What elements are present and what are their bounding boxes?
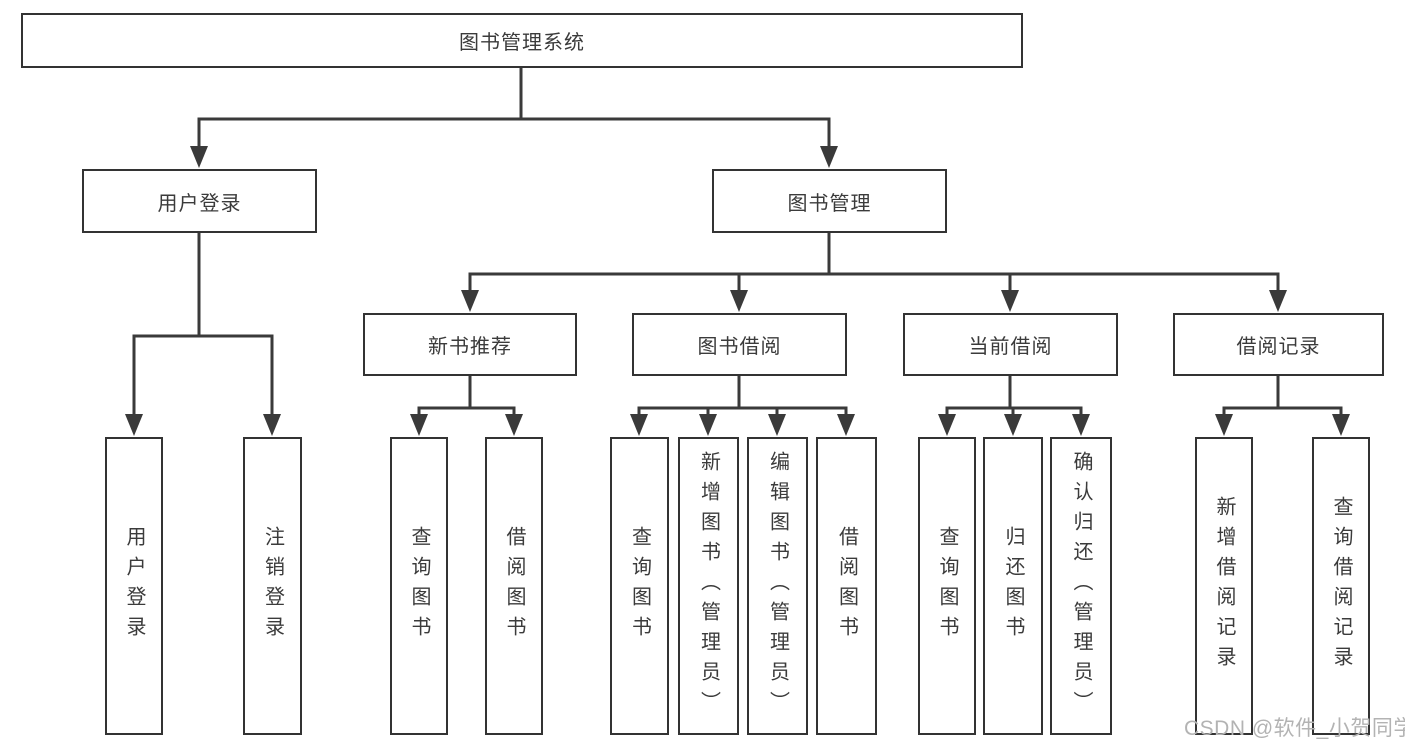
node-borrow-records: 借阅记录 [1173,313,1384,376]
leaf-records-add-record: 新增借阅记录 [1195,437,1253,735]
leaf-current-query-books-label: 查询图书 [936,526,958,646]
leaf-borrow-add-books-admin: 新增图书（管理员） [678,437,739,735]
leaf-borrow-edit-books-admin: 编辑图书（管理员） [747,437,808,735]
node-new-book-recommend-label: 新书推荐 [428,336,512,358]
node-root-system: 图书管理系统 [21,13,1023,68]
leaf-user-login-label: 用户登录 [123,526,145,646]
node-book-borrow: 图书借阅 [632,313,847,376]
node-borrow-records-label: 借阅记录 [1236,336,1321,358]
leaf-current-return-books-label: 归还图书 [1002,526,1024,646]
csdn-watermark: CSDN @软件_小贺同学 [1184,717,1405,740]
leaf-borrow-query-books-label: 查询图书 [628,526,651,646]
node-book-management-label: 图书管理 [787,192,872,215]
node-root-system-label: 图书管理系统 [459,32,585,54]
leaf-current-return-books: 归还图书 [983,437,1043,735]
node-book-management: 图书管理 [712,169,947,233]
leaf-newbook-query-books: 查询图书 [390,437,448,735]
leaf-borrow-edit-books-admin-label: 编辑图书（管理员） [766,451,789,721]
leaf-borrow-borrow-books: 借阅图书 [816,437,877,735]
leaf-current-query-books: 查询图书 [918,437,976,735]
leaf-newbook-borrow-books-label: 借阅图书 [503,526,525,646]
leaf-records-query-record: 查询借阅记录 [1312,437,1370,735]
node-new-book-recommend: 新书推荐 [363,313,577,376]
leaf-current-confirm-return-admin-label: 确认归还（管理员） [1070,451,1092,721]
leaf-current-confirm-return-admin: 确认归还（管理员） [1050,437,1112,735]
leaf-logout-label: 注销登录 [261,526,284,646]
node-current-borrow-label: 当前借阅 [968,336,1053,358]
leaf-borrow-borrow-books-label: 借阅图书 [835,526,858,646]
leaf-logout: 注销登录 [243,437,302,735]
leaf-borrow-query-books: 查询图书 [610,437,669,735]
node-book-borrow-label: 图书借阅 [697,336,782,358]
leaf-newbook-query-books-label: 查询图书 [408,526,430,646]
leaf-newbook-borrow-books: 借阅图书 [485,437,543,735]
node-user-login-group: 用户登录 [82,169,317,233]
leaf-borrow-add-books-admin-label: 新增图书（管理员） [697,451,720,721]
leaf-user-login: 用户登录 [105,437,163,735]
node-current-borrow: 当前借阅 [903,313,1118,376]
leaf-records-add-record-label: 新增借阅记录 [1213,496,1235,676]
node-user-login-group-label: 用户登录 [157,192,242,215]
leaf-records-query-record-label: 查询借阅记录 [1330,496,1352,676]
